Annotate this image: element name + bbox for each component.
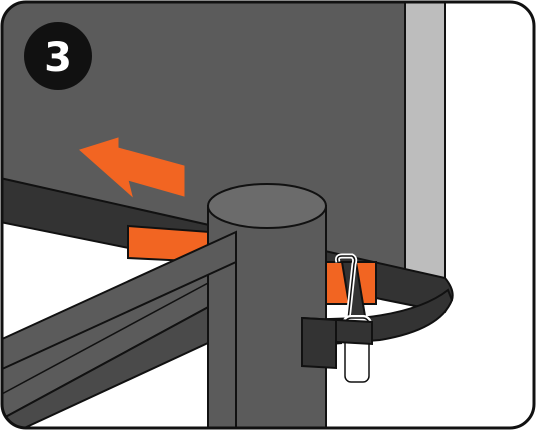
strap-end [302,318,336,368]
step-number: 3 [44,35,72,81]
pole-top-cap [208,184,326,228]
step-number-badge: 3 [24,22,92,90]
panel-side-edge [405,0,445,286]
